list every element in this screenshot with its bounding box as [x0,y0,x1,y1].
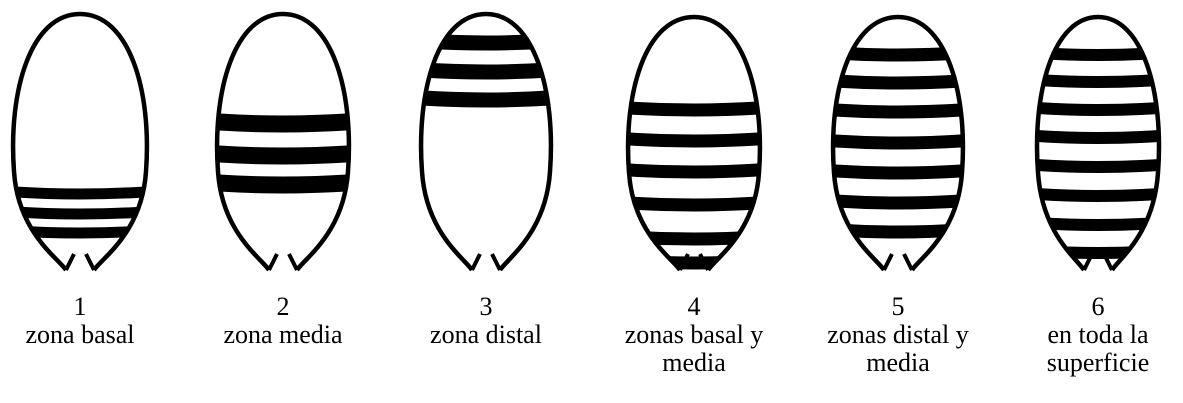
caption-4-number: 4 [599,293,789,321]
egg-4-band-2 [615,138,773,141]
egg-shapes-canvas [0,0,1183,290]
caption-5-line-1: zonas distal y [803,321,993,349]
egg-4-band-4 [615,202,773,205]
egg-5-stalk [884,254,912,270]
egg-6-band-3 [1024,107,1172,110]
egg-5-band-5 [820,170,976,173]
egg-4-band-5 [615,236,773,239]
egg-5 [820,17,976,270]
caption-4: 4 zonas basal y media [599,293,789,377]
caption-4-line-2: media [599,349,789,377]
egg-6-band-8 [1024,250,1172,253]
egg-2-outline [217,14,349,270]
egg-3-outline [421,14,551,270]
caption-2-number: 2 [188,293,378,321]
caption-1-line-1: zona basal [0,321,175,349]
caption-3: 3 zona distal [391,293,581,349]
egg-4-band-6 [615,260,773,263]
egg-6-band-1 [1024,52,1172,55]
egg-6-band-7 [1024,222,1172,225]
egg-6 [1024,17,1172,270]
caption-2: 2 zona media [188,293,378,349]
caption-4-line-1: zonas basal y [599,321,789,349]
egg-4-band-3 [615,169,773,172]
egg-5-band-7 [820,229,976,232]
egg-4 [615,17,773,270]
egg-3-stalk [472,254,500,270]
egg-2-band-1 [204,121,362,124]
caption-3-number: 3 [391,293,581,321]
caption-6-line-2: superficie [1003,349,1183,377]
egg-2-band-2 [204,153,362,156]
egg-2 [204,14,362,270]
caption-6: 6 en toda la superficie [1003,293,1183,377]
egg-5-band-3 [820,109,976,112]
egg-3-band-1 [408,40,564,43]
egg-1-band-1 [0,191,160,194]
egg-4-band-1 [615,107,773,110]
egg-6-band-4 [1024,135,1172,138]
egg-6-band-6 [1024,193,1172,196]
egg-1 [0,14,160,270]
egg-1-band-3 [0,230,160,233]
caption-5: 5 zonas distal y media [803,293,993,377]
caption-6-number: 6 [1003,293,1183,321]
egg-5-band-6 [820,200,976,203]
caption-5-number: 5 [803,293,993,321]
egg-3 [408,14,564,270]
caption-3-line-1: zona distal [391,321,581,349]
egg-1-stalk [66,254,94,270]
caption-1-number: 1 [0,293,175,321]
caption-1: 1 zona basal [0,293,175,349]
egg-5-band-1 [820,52,976,55]
egg-4-bands [615,107,773,263]
egg-2-bands [204,121,362,185]
caption-6-line-1: en toda la [1003,321,1183,349]
egg-6-band-5 [1024,164,1172,167]
egg-2-band-3 [204,182,362,185]
caption-2-line-1: zona media [188,321,378,349]
egg-5-band-2 [820,80,976,83]
egg-2-stalk [269,254,297,270]
egg-3-band-3 [408,97,564,100]
egg-6-bands [1024,52,1172,253]
caption-5-line-2: media [803,349,993,377]
egg-5-band-4 [820,140,976,143]
